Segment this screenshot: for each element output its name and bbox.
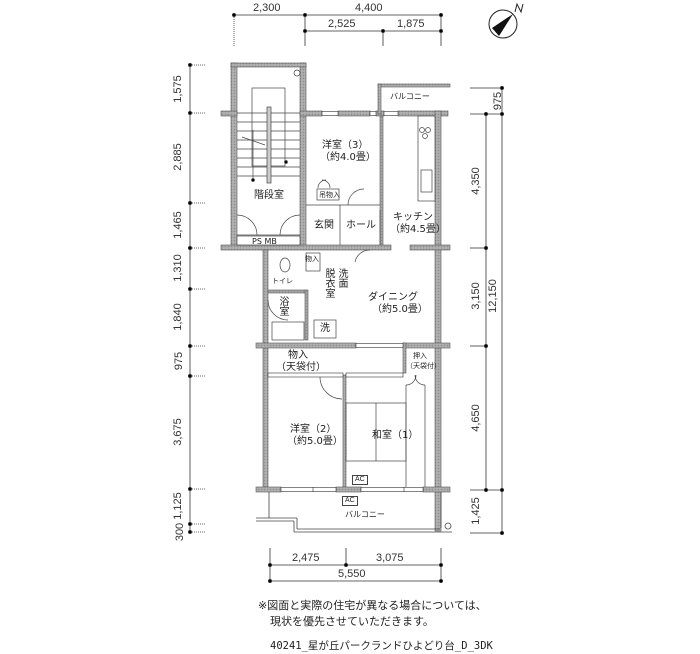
dim-right-12150: 12,150 xyxy=(486,279,499,313)
windows xyxy=(267,111,424,492)
room-western-2-name: 洋室（2） xyxy=(290,424,337,435)
dim-right-3150: 3,150 xyxy=(469,282,482,310)
room-entrance: 玄関 xyxy=(314,220,334,231)
dim-top-1875: 1,875 xyxy=(397,18,425,30)
room-dressing: 脱衣室 xyxy=(323,268,334,298)
dim-right-4350: 4,350 xyxy=(469,167,482,195)
room-kitchen-size: （約4.5畳） xyxy=(390,224,446,235)
dim-left-300: 300 xyxy=(174,522,187,542)
plan-caption: 40241_星が丘パークランドひよどり台_D_3DK xyxy=(270,640,493,652)
top-dimensions xyxy=(231,12,443,46)
dim-top-2525: 2,525 xyxy=(328,18,356,30)
bathroom-fixtures xyxy=(267,249,371,341)
disclaimer-line-1: ※図面と実際の住宅が異なる場合については、 xyxy=(258,599,487,612)
dim-left-3675: 3,675 xyxy=(171,418,184,446)
right-dimensions xyxy=(470,86,504,536)
tatami xyxy=(319,374,426,487)
entrance-area xyxy=(306,179,381,245)
ac-indoor-unit: AC xyxy=(352,475,368,485)
balcony-bottom-outline xyxy=(256,492,452,533)
left-dimensions xyxy=(187,63,205,535)
room-balcony-top: バルコニー xyxy=(390,92,430,101)
room-balcony-bottom: バルコニー xyxy=(345,510,385,519)
dim-right-1425: 1,425 xyxy=(469,497,482,525)
dim-left-1465: 1,465 xyxy=(171,211,184,239)
bottom-dimensions xyxy=(267,548,443,584)
room-hall: ホール xyxy=(346,220,376,231)
room-western-3-name: 洋室（3） xyxy=(322,140,369,151)
room-closet-ceiling-name: 押入 xyxy=(413,352,427,360)
room-washer: 洗 xyxy=(320,323,330,334)
room-japanese-1: 和室（1） xyxy=(372,430,419,441)
room-dining-size: （約5.0畳） xyxy=(372,304,428,315)
walls xyxy=(220,62,451,532)
room-storage-ceiling-note: （天袋付） xyxy=(276,362,326,373)
dim-left-1125: 1,125 xyxy=(171,492,184,520)
room-washroom: 洗面 xyxy=(336,268,347,288)
room-hanging-storage: 吊物入 xyxy=(319,191,340,199)
dim-top-2300: 2,300 xyxy=(253,2,281,14)
room-storage-ceiling-name: 物入 xyxy=(288,350,308,361)
dim-bottom-5550: 5,550 xyxy=(338,568,366,580)
room-stairwell: 階段室 xyxy=(254,190,284,201)
dim-left-975: 975 xyxy=(173,351,186,371)
dim-left-1310: 1,310 xyxy=(171,254,184,282)
dim-left-2885: 2,885 xyxy=(171,143,184,171)
dim-top-4400: 4,400 xyxy=(355,2,383,14)
kitchen-counter xyxy=(417,115,436,202)
dim-bottom-3075: 3,075 xyxy=(376,552,404,564)
room-bath: 浴室 xyxy=(277,296,288,316)
stairwell-interior xyxy=(236,69,301,246)
dim-bottom-2475: 2,475 xyxy=(292,552,320,564)
dim-right-4650: 4,650 xyxy=(469,404,482,432)
room-closet-ceiling-note: （天袋付） xyxy=(406,362,441,370)
room-toilet: トイレ xyxy=(272,277,293,285)
room-dining-name: ダイニング xyxy=(368,292,418,303)
disclaimer-line-2: 現状を優先させていただきます。 xyxy=(270,615,434,628)
dim-left-1575: 1,575 xyxy=(171,75,184,103)
dim-right-975: 975 xyxy=(492,91,505,111)
room-kitchen-name: キッチン xyxy=(393,212,433,223)
dim-left-1840: 1,840 xyxy=(171,303,184,331)
room-ps-mb: PS MB xyxy=(252,237,277,246)
north-arrow-icon xyxy=(488,2,524,39)
room-western-3-size: （約4.0畳） xyxy=(320,152,376,163)
ac-outdoor-unit: AC xyxy=(342,496,358,506)
room-storage-small: 物入 xyxy=(305,255,319,263)
room-western-2-size: （約5.0畳） xyxy=(287,436,343,447)
